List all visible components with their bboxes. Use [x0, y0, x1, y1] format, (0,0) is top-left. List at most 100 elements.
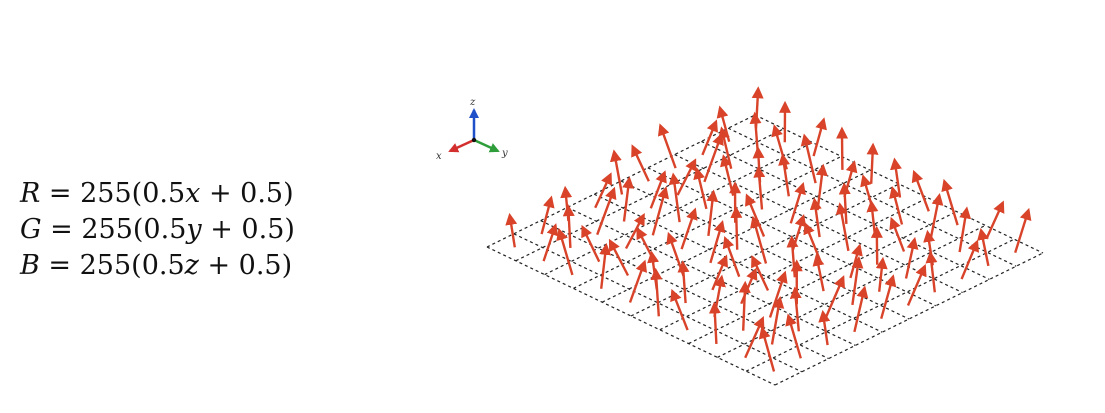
- normal-arrow: [770, 296, 785, 345]
- equation-red: R = 255(0.5x + 0.5): [20, 176, 295, 212]
- normal-arrow: [708, 301, 721, 344]
- x-axis-label: x: [436, 151, 442, 162]
- normal-arrow: [680, 207, 698, 250]
- grid-line: [567, 206, 856, 346]
- normal-arrow: [706, 189, 719, 237]
- grid-line: [486, 246, 776, 386]
- normal-arrow: [958, 206, 972, 253]
- normal-arrow: [977, 227, 990, 267]
- normal-arrow: [941, 178, 959, 226]
- equation-blue-rhs-post: + 0.5): [198, 250, 293, 281]
- normal-arrow: [720, 154, 735, 196]
- grid-line: [540, 220, 829, 360]
- normal-arrow: [677, 260, 690, 304]
- normal-arrow: [904, 236, 919, 279]
- grid-line: [674, 154, 963, 294]
- normal-arrow: [875, 256, 888, 292]
- x-axis-icon: [448, 138, 475, 153]
- equation-green-rhs-pre: = 255(0.5: [41, 214, 187, 245]
- normal-arrow: [835, 202, 850, 252]
- normal-arrow: [666, 231, 685, 277]
- normal-arrow: [738, 280, 751, 331]
- normal-arrow: [890, 157, 902, 198]
- equation-red-rhs-pre: = 255(0.5: [40, 178, 186, 209]
- normal-arrow: [785, 313, 802, 359]
- normal-arrow: [800, 133, 817, 184]
- equation-red-lhs: R: [20, 178, 41, 209]
- normal-arrow: [791, 214, 807, 251]
- normal-arrow: [651, 186, 669, 236]
- normal-arrow: [768, 270, 788, 318]
- normal-arrow: [758, 326, 776, 372]
- normal-arrow: [540, 195, 555, 235]
- normal-arrow: [851, 256, 864, 306]
- equation-blue: B = 255(0.5z + 0.5): [20, 248, 295, 284]
- normal-arrow: [670, 288, 689, 331]
- normal-arrow: [624, 212, 645, 250]
- normal-arrow: [1014, 207, 1032, 254]
- normal-arrow: [789, 181, 806, 224]
- normal-arrow: [701, 119, 718, 156]
- normal-arrow: [853, 285, 869, 333]
- equation-green-rhs-post: + 0.5): [201, 214, 295, 245]
- normal-arrow: [818, 309, 831, 346]
- normal-arrow: [925, 250, 938, 293]
- equation-red-var: x: [185, 178, 201, 209]
- rgb-normal-equations: R = 255(0.5x + 0.5) G = 255(0.5y + 0.5) …: [20, 176, 295, 284]
- normal-arrow: [631, 144, 650, 182]
- normal-arrow: [650, 267, 663, 317]
- grid-line: [774, 252, 1044, 386]
- normal-arrow: [722, 235, 741, 278]
- grid-line: [620, 180, 910, 320]
- normal-arrow: [608, 238, 630, 277]
- normal-arrow: [730, 205, 743, 250]
- equation-green-lhs: G: [20, 214, 42, 245]
- normal-arrow: [866, 142, 879, 184]
- normal-arrow: [753, 165, 766, 210]
- equation-blue-rhs-pre: = 255(0.5: [39, 250, 185, 281]
- y-axis-label: y: [501, 148, 508, 159]
- normal-arrow: [556, 227, 574, 276]
- normal-arrow: [542, 223, 559, 262]
- grid-line: [513, 233, 803, 373]
- normal-arrow: [657, 123, 677, 169]
- z-axis-label: z: [469, 97, 476, 108]
- normal-arrow: [809, 197, 822, 238]
- normal-arrow: [581, 224, 601, 263]
- grid-line: [717, 224, 986, 358]
- normal-arrow: [594, 172, 612, 209]
- axes-gizmo: x y z: [436, 97, 508, 162]
- grid-line: [659, 197, 929, 331]
- normal-arrow: [668, 172, 681, 223]
- grid-line: [573, 155, 842, 289]
- normal-arrow: [960, 239, 979, 280]
- grid-line: [701, 140, 990, 280]
- normal-arrow: [906, 263, 927, 306]
- normal-arrow: [628, 259, 648, 303]
- grid-line: [593, 193, 883, 333]
- equation-blue-var: z: [184, 250, 199, 281]
- grid-line: [688, 211, 957, 345]
- normal-arrow: [843, 160, 858, 198]
- normal-arrow: [622, 176, 635, 222]
- normal-arrow: [609, 149, 624, 195]
- grid-line: [754, 114, 1044, 254]
- normal-arrow: [676, 158, 697, 196]
- normal-arrow: [911, 169, 930, 212]
- normal-arrow: [750, 215, 768, 264]
- normal-arrow: [596, 186, 617, 236]
- normal-arrow: [880, 274, 897, 320]
- normal-arrow: [744, 316, 765, 359]
- normal-arrow: [599, 242, 612, 289]
- normal-arrow: [778, 153, 791, 197]
- normal-arrow: [812, 117, 827, 157]
- normal-vectors: [505, 86, 1032, 372]
- normal-arrow: [505, 212, 518, 248]
- equation-blue-lhs: B: [20, 250, 40, 281]
- normal-arrow: [789, 286, 802, 332]
- normal-arrow: [703, 132, 724, 183]
- y-axis-icon: [473, 138, 500, 153]
- grid-line: [544, 142, 813, 276]
- normal-arrow: [709, 220, 726, 264]
- normal-arrow: [751, 254, 770, 292]
